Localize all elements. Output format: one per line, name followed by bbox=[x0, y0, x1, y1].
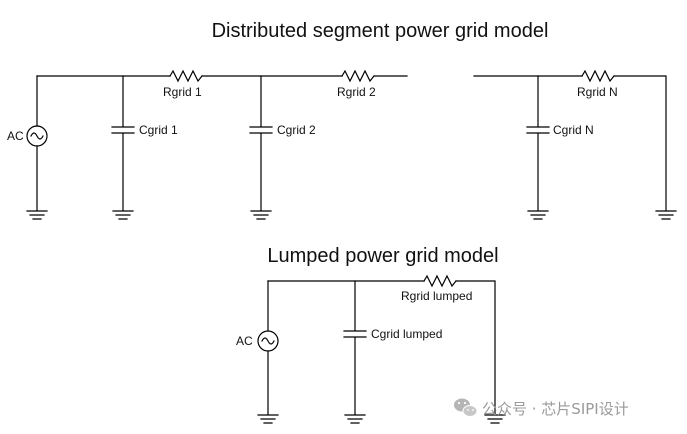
capacitor-cgrid-lumped bbox=[343, 280, 367, 415]
label-lumped-ac-source: AC bbox=[236, 334, 253, 348]
ground-icon bbox=[26, 210, 48, 220]
ac-sine-icon bbox=[30, 132, 44, 140]
ground-icon bbox=[344, 414, 366, 424]
label-cgrid-2: Cgrid 2 bbox=[277, 123, 316, 137]
lumped-model: Lumped power grid model Rgrid lumped AC … bbox=[236, 245, 506, 424]
lumped-ac-source-symbol bbox=[257, 330, 279, 352]
label-ac-source: AC bbox=[7, 129, 24, 143]
label-rgrid-2: Rgrid 2 bbox=[337, 85, 376, 99]
ground-icon bbox=[655, 210, 677, 220]
label-rgrid-n: Rgrid N bbox=[577, 85, 618, 99]
capacitor-cgrid-2 bbox=[249, 75, 273, 211]
ground-icon bbox=[527, 210, 549, 220]
resistor-rgrid-n bbox=[581, 69, 615, 83]
ac-source-symbol bbox=[26, 125, 48, 147]
lumped-top-rail bbox=[267, 280, 496, 415]
ground-icon bbox=[112, 210, 134, 220]
wechat-icon bbox=[454, 398, 478, 417]
watermark-text: 公众号 · 芯片SIPI设计 bbox=[482, 400, 629, 418]
label-cgrid-n: Cgrid N bbox=[553, 123, 594, 137]
ground-icon bbox=[484, 414, 506, 424]
label-cgrid-1: Cgrid 1 bbox=[139, 123, 178, 137]
lumped-title: Lumped power grid model bbox=[267, 245, 498, 267]
ground-icon bbox=[250, 210, 272, 220]
distributed-top-rail-right bbox=[473, 75, 667, 211]
ac-sine-icon bbox=[261, 337, 275, 345]
resistor-rgrid-lumped bbox=[423, 274, 457, 288]
resistor-rgrid-2 bbox=[341, 69, 375, 83]
label-rgrid-1: Rgrid 1 bbox=[163, 85, 202, 99]
label-cgrid-lumped: Cgrid lumped bbox=[371, 327, 442, 341]
label-rgrid-lumped: Rgrid lumped bbox=[401, 289, 472, 303]
resistor-rgrid-1 bbox=[169, 69, 203, 83]
capacitor-cgrid-n bbox=[526, 75, 550, 211]
ground-icon bbox=[257, 414, 279, 424]
distributed-title: Distributed segment power grid model bbox=[212, 20, 549, 42]
distributed-model: Distributed segment power grid model Rgr… bbox=[7, 20, 677, 220]
watermark: 公众号 · 芯片SIPI设计 bbox=[454, 398, 629, 418]
capacitor-cgrid-1 bbox=[111, 75, 135, 211]
